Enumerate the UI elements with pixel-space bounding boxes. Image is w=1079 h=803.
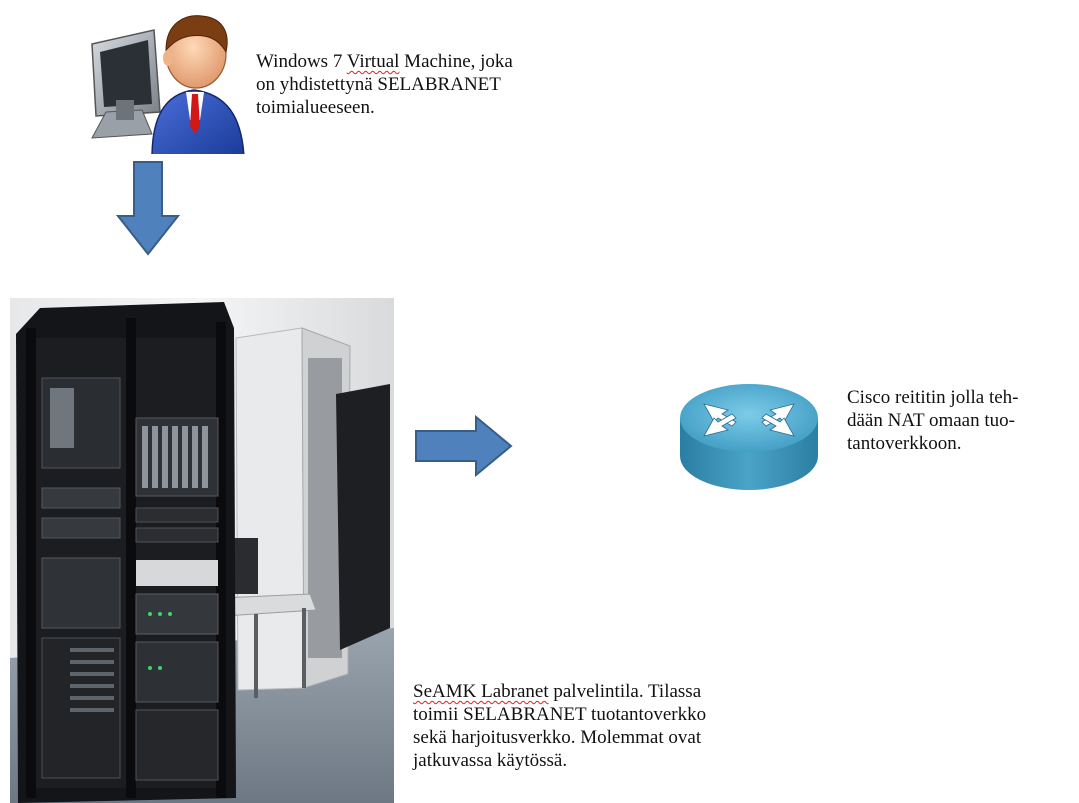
arrow-right-icon [414, 415, 514, 477]
arrow-down-icon [116, 160, 180, 256]
vm-caption-line1: Windows 7 Virtual Machine, joka [256, 50, 513, 73]
vm-caption-line1-c: Machine, joka [399, 51, 513, 72]
server-room-caption: SeAMK Labranet palvelintila. Tilassa toi… [413, 680, 706, 772]
router-caption-line2: dään NAT omaan tuo- [847, 410, 1015, 431]
server-caption-misspelled-words: SeAMK Labranet [413, 681, 549, 702]
server-caption-line3: sekä harjoitusverkko. Molemmat ovat [413, 727, 702, 748]
router-caption-line3: tantoverkkoon. [847, 433, 962, 454]
vm-caption-misspelled-word: Virtual [346, 51, 400, 72]
server-caption-line4: jatkuvassa käytössä. [413, 750, 568, 771]
router-caption-line1: Cisco reititin jolla teh- [847, 387, 1019, 408]
cisco-router-icon [676, 380, 822, 496]
router-caption: Cisco reititin jolla teh- dään NAT omaan… [847, 386, 1019, 455]
user-at-computer-icon [86, 8, 246, 154]
vm-caption-line3: toimialueeseen. [256, 97, 375, 118]
server-caption-line1-b: palvelintila. Tilassa [548, 681, 702, 702]
server-caption-line2: toimii SELABRANET tuotantoverkko [413, 704, 707, 725]
vm-caption-line1-a: Windows 7 [256, 51, 347, 72]
vm-caption-line2: on yhdistettynä SELABRANET [256, 74, 501, 95]
vm-caption: Windows 7 Virtual Machine, joka on yhdis… [256, 50, 513, 119]
server-rack-photo [10, 298, 394, 803]
server-caption-line1: SeAMK Labranet palvelintila. Tilassa [413, 680, 706, 703]
